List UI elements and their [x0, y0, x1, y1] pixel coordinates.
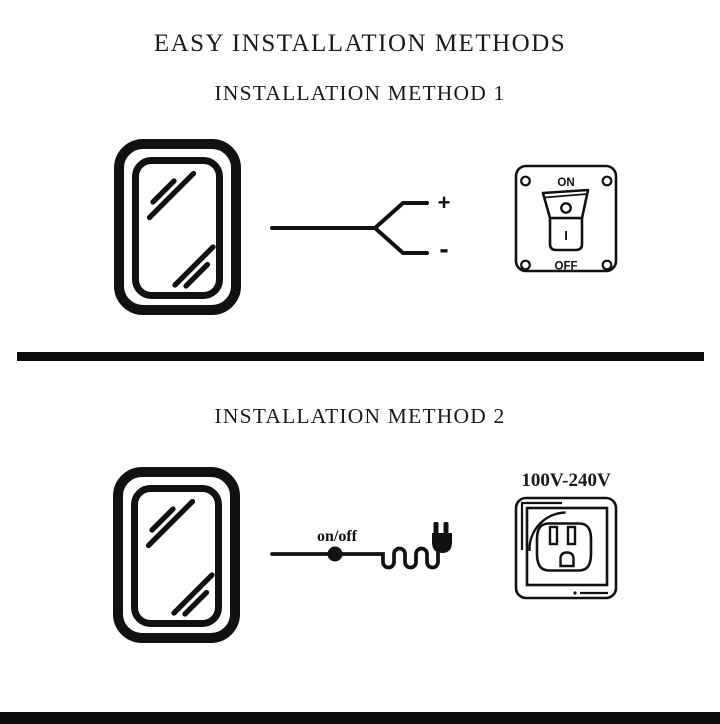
- method2-heading: INSTALLATION METHOD 2: [214, 404, 506, 428]
- method1-heading: INSTALLATION METHOD 1: [214, 81, 506, 105]
- mirror-icon: [114, 139, 241, 315]
- power-outlet-icon: [514, 496, 618, 600]
- rocker-switch: I: [541, 188, 590, 252]
- mirror-glare-lines: [145, 498, 215, 617]
- section-divider: [17, 352, 704, 361]
- mirror-glare-lines: [146, 170, 216, 289]
- switch-off-label: OFF: [555, 261, 578, 273]
- bottom-bar: [0, 712, 720, 724]
- wire-fork: + -: [270, 190, 451, 264]
- switch-i-symbol: I: [564, 228, 568, 243]
- plus-label: +: [438, 190, 451, 215]
- switch-on-label: ON: [557, 177, 574, 189]
- page-title: EASY INSTALLATION METHODS: [153, 30, 567, 57]
- mirror-icon: [113, 467, 240, 643]
- power-cord: on/off: [270, 522, 452, 570]
- plug-icon: [432, 522, 452, 553]
- minus-label: -: [439, 233, 448, 264]
- outlet-accents: [520, 501, 608, 595]
- outlet-voltage-label: 100V-240V: [521, 470, 611, 491]
- wall-switch-icon: ON OFF I: [514, 164, 618, 273]
- switch-screws: [520, 175, 613, 271]
- onoff-label: on/off: [317, 528, 358, 545]
- onoff-button: [327, 546, 343, 562]
- outlet-slots: [548, 525, 577, 568]
